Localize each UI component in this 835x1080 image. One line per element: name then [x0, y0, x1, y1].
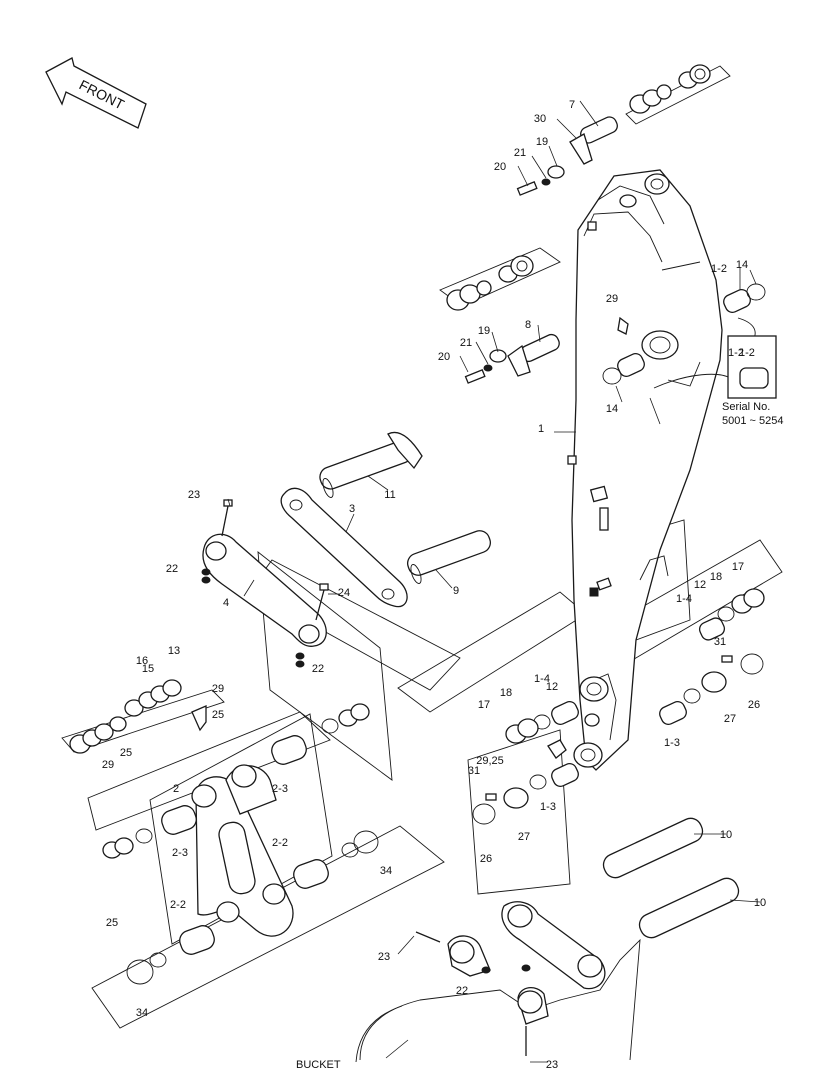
callout-label: 29,25 [476, 755, 504, 767]
callout-label: 22 [166, 563, 178, 575]
callout-label: 26 [480, 853, 492, 865]
top-pin-stack [516, 64, 711, 196]
callout-label: 2-3 [172, 847, 188, 859]
callout-label: 1-4 [534, 673, 550, 685]
bucket [355, 901, 641, 1063]
callout-label: 26 [748, 699, 760, 711]
callout-label: 1-4 [676, 593, 692, 605]
callout-label: 25 [106, 917, 118, 929]
callout-label: 20 [494, 161, 506, 173]
callout-label: 9 [453, 585, 459, 597]
callout-label: 3 [349, 503, 355, 515]
callout-label: 17 [478, 699, 490, 711]
callout-label: 14 [606, 403, 618, 415]
callout-label: 23 [188, 489, 200, 501]
callout-label: 27 [724, 713, 736, 725]
callout-label: 23 [546, 1059, 558, 1071]
link-part-2 [191, 764, 294, 937]
callout-label: 19 [536, 136, 548, 148]
callout-labels: 11-21-21-31-31-41-422-22-22-32-334789101… [102, 99, 766, 1071]
leader-lines [227, 100, 761, 1063]
callout-label: 17 [732, 561, 744, 573]
pins-9-11 [319, 431, 492, 584]
callout-label: 1-3 [540, 801, 556, 813]
callout-label: 1-2 [711, 263, 727, 275]
callout-label: 30 [534, 113, 546, 125]
callout-label: 10 [720, 829, 732, 841]
callout-label: 24 [338, 587, 350, 599]
callout-label: 7 [569, 99, 575, 111]
callout-label: 20 [438, 351, 450, 363]
callout-label: 29 [606, 293, 618, 305]
callout-label: 15 [142, 663, 154, 675]
boom-bushings-upper [602, 283, 777, 399]
callout-label: 18 [710, 571, 722, 583]
callout-label: 25 [212, 709, 224, 721]
bucket-pins-part-10 [602, 817, 740, 939]
serial-note-line1: Serial No. [722, 401, 770, 413]
front-arrow: FRONT [45, 57, 147, 129]
callout-label: 2-2 [170, 899, 186, 911]
boom-tip-bushings [472, 588, 765, 825]
bolts-22-23-24 [201, 499, 329, 668]
callout-label: 1-3 [664, 737, 680, 749]
callout-label: 2 [173, 783, 179, 795]
boom-part-1 [567, 169, 723, 771]
callout-label: 22 [456, 985, 468, 997]
callout-label: 21 [514, 147, 526, 159]
callout-label: 13 [168, 645, 180, 657]
callout-label: 1-2 [728, 347, 744, 359]
link-2-bushings [161, 735, 329, 955]
callout-label: 8 [525, 319, 531, 331]
callout-label: 21 [460, 337, 472, 349]
link-part-4 [202, 533, 327, 647]
callout-label: 1 [538, 423, 544, 435]
connecting-rod-part-3 [280, 487, 408, 608]
callout-label: 2-2 [272, 837, 288, 849]
callout-label: 34 [380, 865, 392, 877]
callout-label: 2-3 [272, 783, 288, 795]
callout-label: 11 [384, 489, 395, 501]
link-2-shims-seals [69, 679, 379, 985]
callout-label: 14 [736, 259, 748, 271]
callout-label: 22 [312, 663, 324, 675]
callout-label: 12 [546, 681, 558, 693]
callout-label: 31 [714, 636, 726, 648]
serial-note-part: 1-2 [739, 347, 755, 359]
callout-label: 23 [378, 951, 390, 963]
callout-label: 18 [500, 687, 512, 699]
serial-note-line2: 5001 ~ 5254 [722, 415, 783, 427]
callout-label: 34 [136, 1007, 148, 1019]
callout-label: 4 [223, 597, 229, 609]
callout-label: 31 [468, 765, 480, 777]
callout-label: 29 [102, 759, 114, 771]
callout-label: 25 [120, 747, 132, 759]
bucket-label: BUCKET [296, 1059, 341, 1071]
callout-label: 10 [754, 897, 766, 909]
mid-pin-stack [446, 255, 629, 384]
callout-label: 29 [212, 683, 224, 695]
callout-label: 12 [694, 579, 706, 591]
callout-label: 16 [136, 655, 148, 667]
callout-label: 19 [478, 325, 490, 337]
callout-label: 27 [518, 831, 530, 843]
